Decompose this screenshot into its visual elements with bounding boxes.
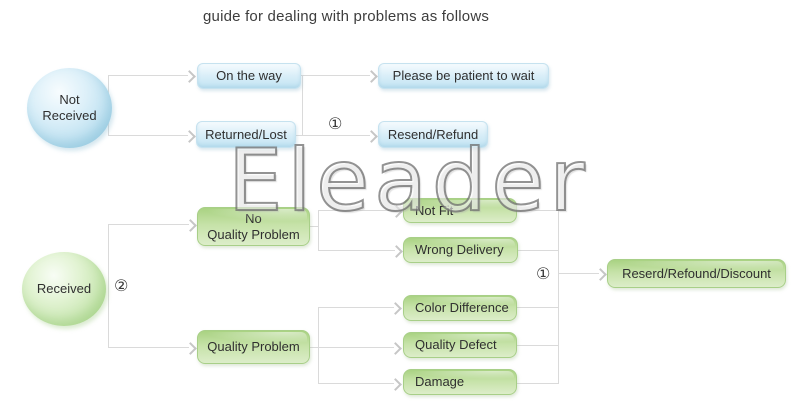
connector-line: [296, 135, 370, 136]
arrow-right-icon: [365, 70, 378, 83]
node-quality-defect: Quality Defect: [403, 332, 517, 358]
connector-line: [318, 383, 394, 384]
connector-line: [301, 75, 370, 76]
node-on-the-way: On the way: [197, 63, 301, 89]
connector-line: [318, 307, 319, 384]
connector-line: [318, 210, 319, 251]
arrow-right-icon: [390, 205, 403, 218]
node-please-be-patient: Please be patient to wait: [378, 63, 549, 89]
circled-two-annotation: ②: [114, 276, 129, 295]
arrow-right-icon: [184, 342, 197, 355]
connector-line: [517, 210, 558, 211]
connector-line: [318, 210, 395, 211]
node-not-fit: Not Fit: [403, 198, 517, 223]
connector-line: [318, 250, 395, 251]
connector-line: [108, 135, 188, 136]
node-wrong-delivery: Wrong Delivery: [403, 237, 518, 263]
arrow-right-icon: [183, 130, 196, 143]
connector-line: [517, 307, 558, 308]
circled-one-annotation: ①: [536, 264, 551, 283]
node-quality-problem: Quality Problem: [197, 330, 310, 364]
node-reserd-refound-discount: Reserd/Refound/Discount: [607, 259, 786, 288]
arrow-right-icon: [184, 219, 197, 232]
page-title: guide for dealing with problems as follo…: [203, 8, 490, 25]
connector-line: [302, 75, 303, 136]
node-received: Received: [22, 252, 106, 326]
circled-one-annotation: ①: [328, 114, 343, 133]
connector-line: [108, 347, 189, 348]
connector-line: [310, 226, 318, 227]
node-returned-lost: Returned/Lost: [196, 121, 296, 148]
connector-line: [310, 347, 394, 348]
connector-line: [108, 75, 188, 76]
connector-line: [558, 273, 599, 274]
arrow-right-icon: [390, 245, 403, 258]
node-resend-refund: Resend/Refund: [378, 121, 488, 148]
connector-line: [517, 383, 558, 384]
connector-line: [517, 345, 558, 346]
connector-line: [558, 210, 559, 384]
connector-line: [108, 224, 189, 225]
arrow-right-icon: [389, 302, 402, 315]
arrow-right-icon: [365, 130, 378, 143]
node-not-received: Not Received: [27, 68, 112, 148]
node-no-quality-problem: No Quality Problem: [197, 207, 310, 246]
arrow-right-icon: [389, 342, 402, 355]
arrow-right-icon: [594, 268, 607, 281]
node-color-difference: Color Difference: [403, 295, 517, 321]
arrow-right-icon: [389, 378, 402, 391]
arrow-right-icon: [183, 70, 196, 83]
connector-line: [108, 224, 109, 348]
node-damage: Damage: [403, 369, 517, 395]
connector-line: [318, 307, 394, 308]
connector-line: [518, 250, 558, 251]
